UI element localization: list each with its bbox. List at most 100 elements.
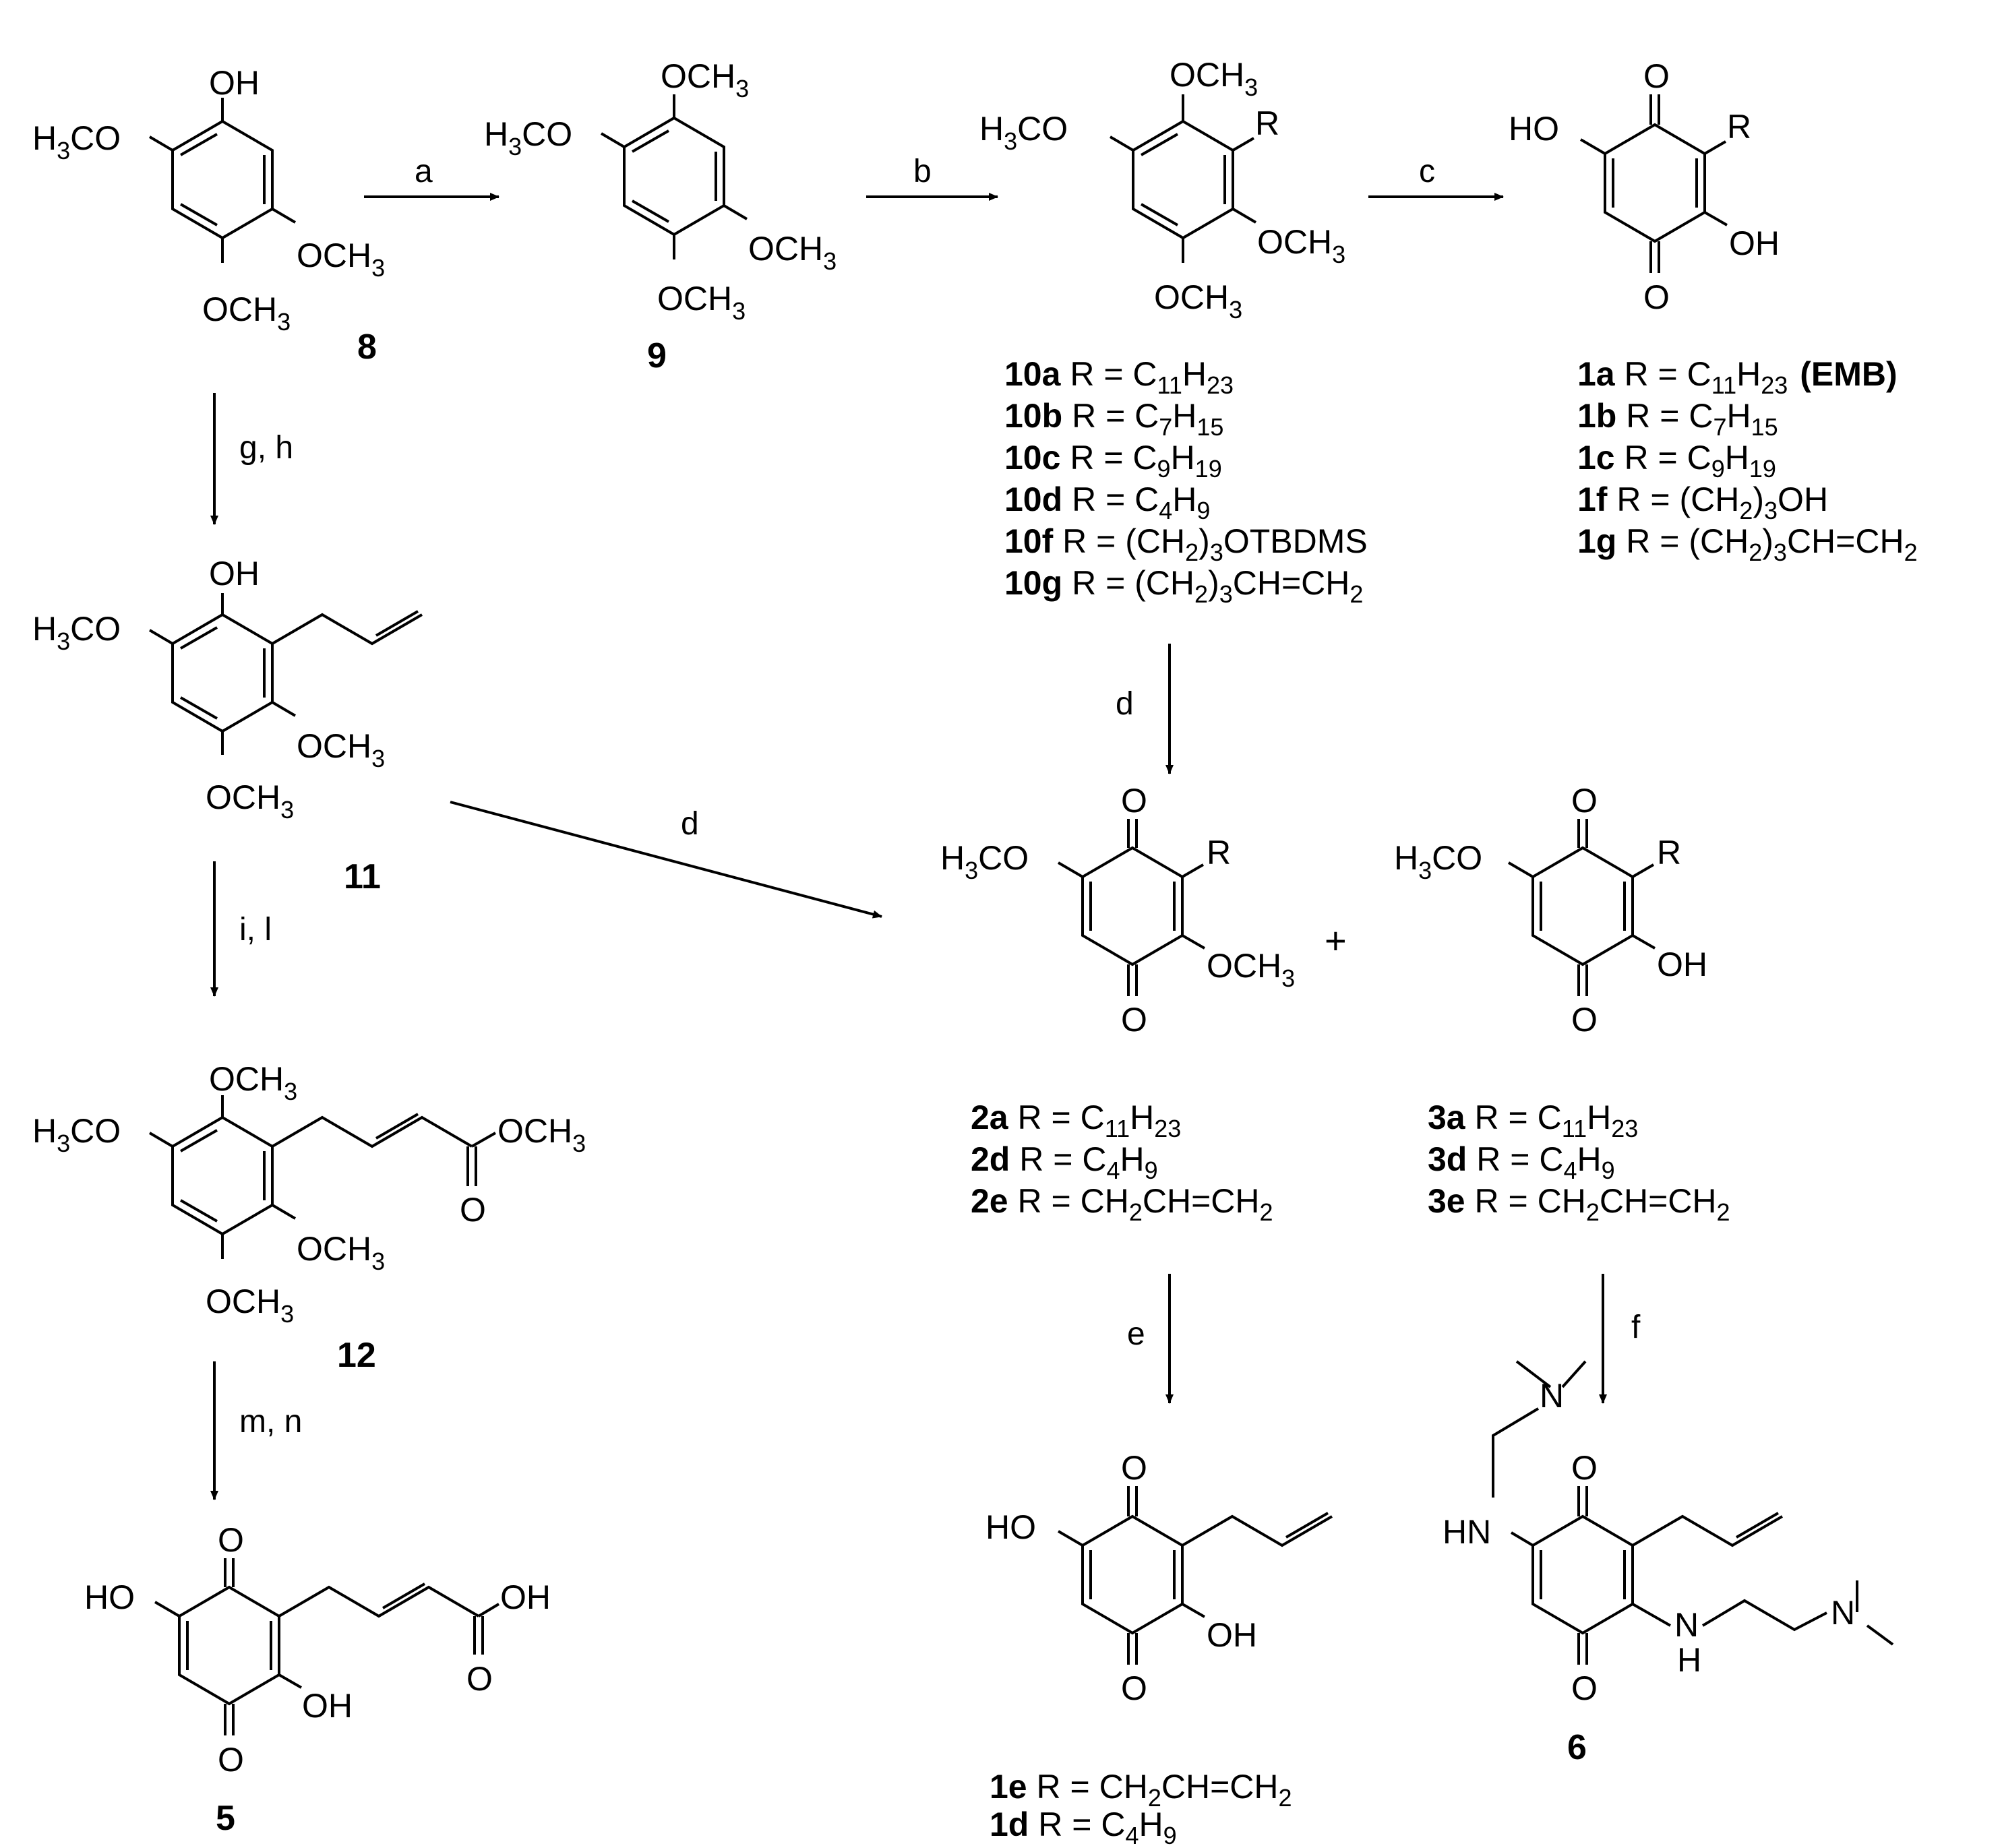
atom-label: H3CO xyxy=(32,1112,121,1157)
atom-label: OCH3 xyxy=(1154,278,1242,324)
atom-label: O xyxy=(218,1521,244,1559)
atom-label: H3CO xyxy=(32,119,121,164)
series-entry-2d: 2d R = C4H9 xyxy=(971,1140,1158,1184)
atom-label: OCH3 xyxy=(206,778,294,824)
compound-number: 8 xyxy=(357,328,377,367)
compound-2 xyxy=(1057,819,1205,996)
compound-number: 11 xyxy=(344,857,381,896)
reaction-arrow-d-diagonal xyxy=(450,801,882,919)
atom-label: N xyxy=(1831,1594,1855,1632)
atom-label: OCH3 xyxy=(202,290,291,336)
condition-label: e xyxy=(1127,1316,1145,1352)
series-entry-10c: 10c R = C9H19 xyxy=(1004,439,1222,483)
series-entry-10f: 10f R = (CH2)3OTBDMS xyxy=(1004,522,1368,566)
condition-label: b xyxy=(913,154,932,189)
atom-label: O xyxy=(1121,1449,1147,1487)
series-entry-10d: 10d R = C4H9 xyxy=(1004,481,1210,524)
atom-label: OCH3 xyxy=(209,1060,297,1105)
atom-label: OH xyxy=(209,555,260,592)
series-entry-1f: 1f R = (CH2)3OH xyxy=(1577,481,1828,524)
atom-label: OCH3 xyxy=(297,237,385,282)
atom-label: OH xyxy=(302,1687,353,1725)
atom-label: O xyxy=(1643,278,1670,316)
series-entry-2e: 2e R = CH2CH=CH2 xyxy=(971,1182,1273,1226)
series-entry-1d: 1d R = C4H9 xyxy=(990,1806,1177,1848)
compound-10 xyxy=(1109,94,1257,263)
atom-label: O xyxy=(1121,1001,1147,1039)
compound-12 xyxy=(148,1095,496,1259)
compound-11 xyxy=(148,593,423,755)
atom-label: OCH3 xyxy=(297,727,385,772)
series-entry-10g: 10g R = (CH2)3CH=CH2 xyxy=(1004,564,1363,608)
condition-label: d xyxy=(1116,686,1134,722)
atom-label: HO xyxy=(1509,110,1559,148)
atom-label: OH xyxy=(500,1578,551,1616)
series-entry-1e: 1e R = CH2CH=CH2 xyxy=(990,1768,1292,1812)
atom-label: O xyxy=(1571,1449,1598,1487)
atom-label: O xyxy=(218,1741,244,1779)
r-group-label: R xyxy=(1255,104,1279,142)
r-group-label: R xyxy=(1207,834,1231,871)
atom-label: HO xyxy=(84,1578,135,1616)
r-group-label: R xyxy=(1657,834,1681,871)
condition-label: g, h xyxy=(239,430,293,466)
compound-1e xyxy=(1057,1486,1333,1665)
atom-label: OH xyxy=(1729,224,1780,262)
series-entry-10b: 10b R = C7H15 xyxy=(1004,397,1223,441)
compound-number: 9 xyxy=(647,336,667,375)
condition-label: i, l xyxy=(239,912,272,948)
series-entry-10a: 10a R = C11H23 xyxy=(1004,355,1234,399)
atom-label: O xyxy=(1121,782,1147,820)
atom-label: O xyxy=(1571,1001,1598,1039)
atom-label: OCH3 xyxy=(1257,223,1345,268)
atom-label: OCH3 xyxy=(661,57,749,102)
atom-label: O xyxy=(1121,1669,1147,1707)
atom-label: O xyxy=(1571,1669,1598,1707)
atom-label: OH xyxy=(1657,946,1707,983)
atom-label: OCH3 xyxy=(1170,56,1258,101)
atom-label: OCH3 xyxy=(497,1112,586,1157)
series-entry-2a: 2a R = C11H23 xyxy=(971,1099,1181,1142)
atom-label: OCH3 xyxy=(297,1230,385,1275)
atom-label: O xyxy=(460,1191,486,1229)
compound-9 xyxy=(600,94,748,259)
compound-number: 5 xyxy=(216,1799,235,1838)
condition-label: d xyxy=(681,806,699,842)
atom-label: OCH3 xyxy=(206,1283,294,1328)
condition-label: f xyxy=(1631,1310,1641,1345)
atom-label: N xyxy=(1674,1606,1699,1644)
compound-3 xyxy=(1507,819,1656,996)
compound-number: 6 xyxy=(1567,1728,1587,1767)
atom-label: OCH3 xyxy=(748,230,837,275)
plus-sign: + xyxy=(1325,919,1347,962)
atom-label: OCH3 xyxy=(1207,947,1295,992)
atom-label: H3CO xyxy=(1394,839,1482,884)
series-entry-3d: 3d R = C4H9 xyxy=(1428,1140,1615,1184)
atom-label: OH xyxy=(1207,1616,1257,1654)
atom-label: HN xyxy=(1443,1513,1491,1551)
atom-label: OH xyxy=(209,64,260,102)
series-entry-3a: 3a R = C11H23 xyxy=(1428,1099,1638,1142)
compound-6 xyxy=(1492,1360,1894,1665)
series-entry-1c: 1c R = C9H19 xyxy=(1577,439,1776,483)
compound-number: 12 xyxy=(337,1336,376,1375)
atom-label: H3CO xyxy=(484,115,572,160)
r-group-label: R xyxy=(1727,108,1751,146)
condition-label: a xyxy=(415,154,433,189)
condition-label: m, n xyxy=(239,1404,302,1440)
series-entry-3e: 3e R = CH2CH=CH2 xyxy=(1428,1182,1730,1226)
atom-label: H xyxy=(1677,1641,1701,1679)
series-entry-1a: 1a R = C11H23(EMB) xyxy=(1577,355,1898,399)
atom-label: O xyxy=(1571,782,1598,820)
compound-5 xyxy=(154,1558,500,1735)
atom-label: O xyxy=(466,1660,493,1698)
atom-label: H3CO xyxy=(940,839,1029,884)
atom-label: N xyxy=(1540,1377,1564,1415)
atom-label: O xyxy=(1643,57,1670,95)
series-entry-1g: 1g R = (CH2)3CH=CH2 xyxy=(1577,522,1918,566)
